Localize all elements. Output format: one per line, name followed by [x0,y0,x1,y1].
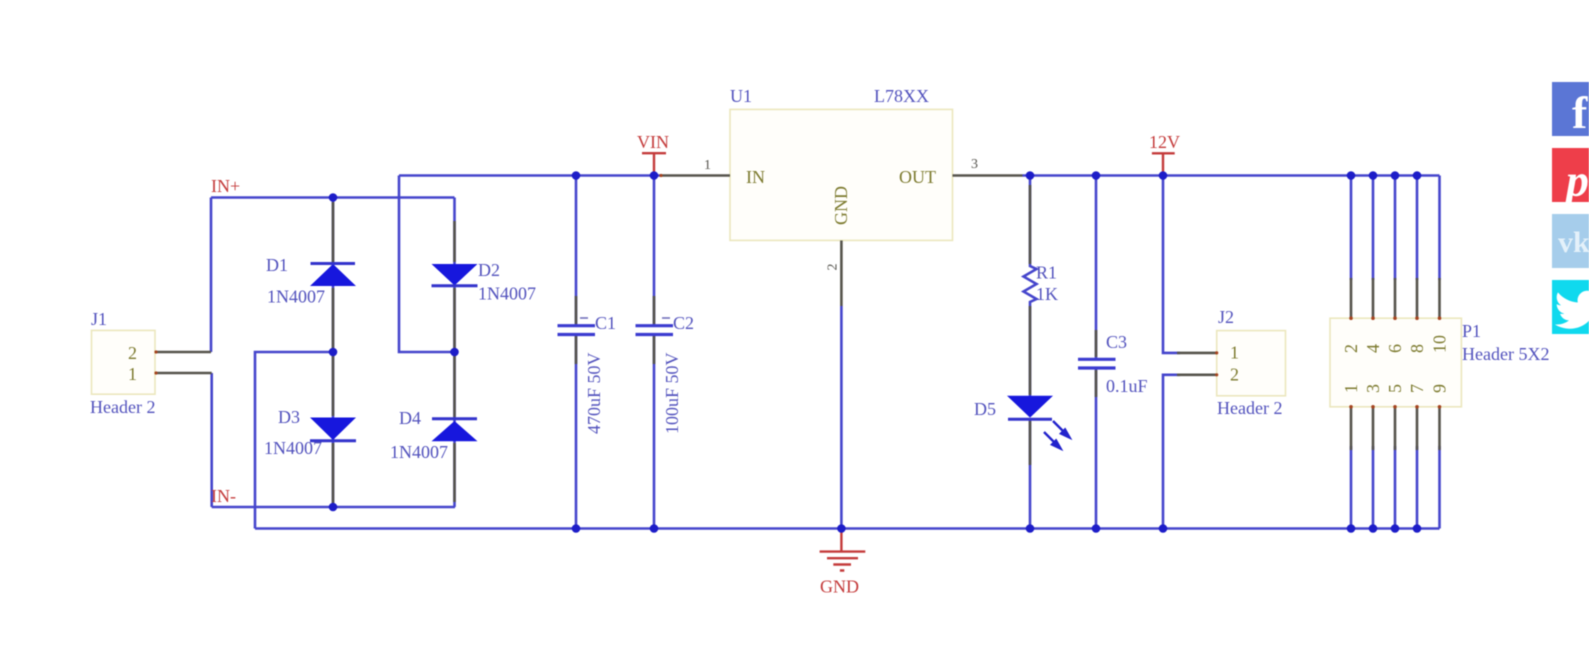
svg-text:1N4007: 1N4007 [478,284,536,304]
svg-text:0.1uF: 0.1uF [1106,376,1148,396]
svg-text:12V: 12V [1149,132,1180,152]
svg-text:D5: D5 [974,399,996,419]
svg-text:3: 3 [1363,384,1383,393]
svg-text:5: 5 [1385,384,1405,393]
svg-text:9: 9 [1430,384,1450,393]
svg-text:1: 1 [1230,343,1239,363]
svg-text:1: 1 [128,364,137,384]
svg-text:1: 1 [1341,384,1361,393]
svg-text:Header 2: Header 2 [1217,398,1282,418]
svg-text:R1: R1 [1036,263,1057,283]
svg-text:C1: C1 [595,313,616,333]
svg-text:1: 1 [704,158,711,173]
svg-text:f: f [1572,87,1588,138]
svg-text:L78XX: L78XX [874,86,929,106]
svg-text:GND: GND [831,186,851,225]
svg-text:8: 8 [1407,344,1427,353]
svg-text:1K: 1K [1036,284,1058,304]
svg-text:IN+: IN+ [211,176,240,196]
svg-text:6: 6 [1385,344,1405,353]
svg-text:IN: IN [746,167,765,187]
svg-text:470uF 50V: 470uF 50V [584,352,604,434]
svg-text:GND: GND [820,577,859,597]
svg-text:IN-: IN- [211,486,236,506]
svg-text:10: 10 [1430,335,1450,353]
svg-text:3: 3 [971,157,978,172]
svg-text:C2: C2 [673,313,694,333]
svg-text:Header 5X2: Header 5X2 [1462,344,1549,364]
svg-text:1N4007: 1N4007 [267,287,325,307]
svg-text:4: 4 [1363,344,1383,353]
svg-text:D1: D1 [266,255,288,275]
svg-text:VIN: VIN [637,132,669,152]
svg-text:D4: D4 [399,408,421,428]
svg-text:1N4007: 1N4007 [264,438,322,458]
svg-text:D3: D3 [278,407,300,427]
svg-text:1N4007: 1N4007 [390,442,448,462]
svg-text:Header 2: Header 2 [90,397,155,417]
svg-text:2: 2 [1341,344,1361,353]
svg-text:J2: J2 [1218,307,1234,327]
svg-text:100uF 50V: 100uF 50V [662,352,682,434]
svg-text:2: 2 [826,264,841,271]
svg-text:C3: C3 [1106,332,1127,352]
svg-text:P1: P1 [1462,321,1481,341]
svg-text:p: p [1562,155,1589,206]
svg-text:2: 2 [128,343,137,363]
svg-text:U1: U1 [730,86,752,106]
svg-text:7: 7 [1407,384,1427,393]
svg-text:vk: vk [1558,226,1589,259]
svg-text:D2: D2 [478,260,500,280]
svg-text:2: 2 [1230,365,1239,385]
svg-text:OUT: OUT [899,167,936,187]
svg-text:J1: J1 [91,309,107,329]
